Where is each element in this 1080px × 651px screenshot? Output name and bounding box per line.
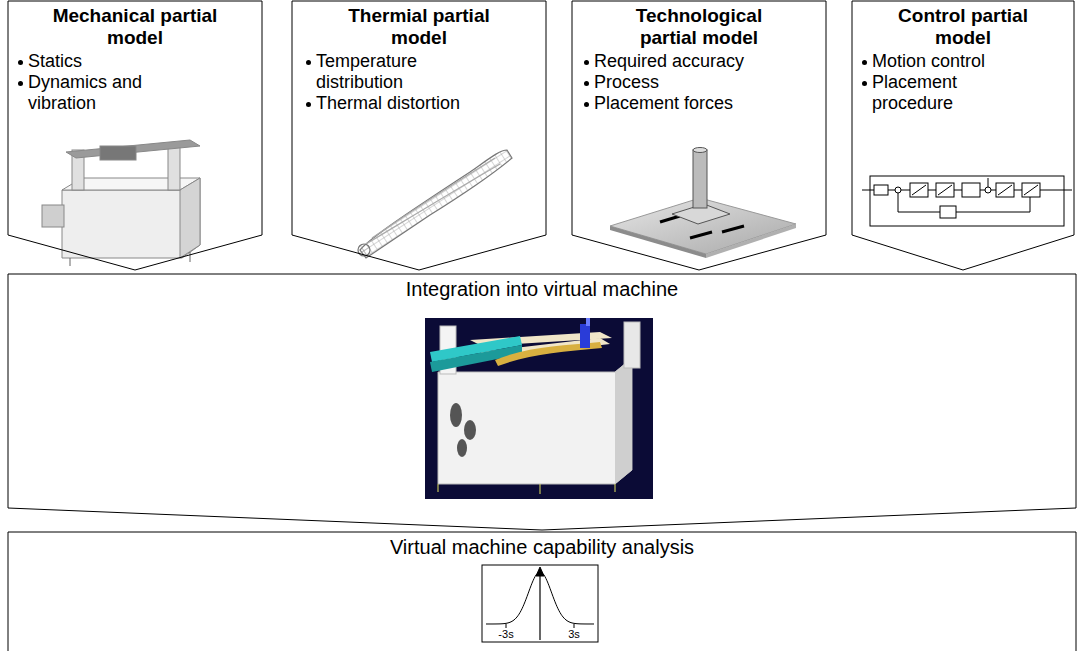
bullet-text: Process [594,72,659,92]
bullet-dot [862,60,867,65]
node-content: Integration into virtual machine [8,277,1076,301]
machine-sketch [42,140,200,266]
bullet-dot [306,60,311,65]
node-outline [8,274,1076,530]
stage-box: Integration into virtual machine [8,274,1076,530]
node-title: Control partial model [878,5,1048,49]
node-title: Thermial partial model [334,5,504,49]
partial-model-box: Thermial partial modelTemperature distri… [292,1,546,270]
bullet-list: Temperature distributionThermal distorti… [304,51,484,114]
bullet-item: Statics [16,51,196,72]
bullet-item: Motion control [860,51,1010,72]
node-title: Integration into virtual machine [8,277,1076,301]
bullet-item: Process [582,72,782,93]
bullet-item: Placement forces [582,93,782,114]
bullet-dot [306,102,311,107]
node-title: Technological partial model [614,5,784,49]
node-title: Virtual machine capability analysis [8,535,1076,559]
bullet-text: Thermal distortion [316,93,460,113]
node-title: Mechanical partial model [50,5,220,49]
bullet-text: Dynamics and vibration [28,72,142,113]
stage-box: Virtual machine capability analysis [8,532,1076,651]
node-content: Thermial partial modelTemperature distri… [292,5,546,114]
outline-shape [852,1,1074,270]
control-block-diagram [862,176,1072,226]
bullet-list: Required accuracyProcessPlacement forces [582,51,782,114]
bullet-text: Placement procedure [872,72,957,113]
bullet-dot [584,102,589,107]
node-content: Technological partial modelRequired accu… [572,5,826,114]
bullet-item: Dynamics and vibration [16,72,196,114]
bullet-item: Placement procedure [860,72,1010,114]
bullet-item: Required accuracy [582,51,782,72]
outline-shape [292,1,546,270]
outline-shape [572,1,826,270]
node-content: Control partial modelMotion controlPlace… [852,5,1074,114]
bullet-list: Motion controlPlacement procedure [860,51,1010,114]
bullet-dot [18,81,23,86]
thermal-mesh [358,150,512,258]
outline-shape [8,532,1076,651]
capability-chart [482,565,598,642]
axis-label: -3s [498,628,513,640]
bullet-text: Required accuracy [594,51,744,71]
outline-shape [8,274,1076,530]
bullet-dot [862,81,867,86]
bullet-list: StaticsDynamics and vibration [16,51,196,114]
partial-model-box: Mechanical partial modelStaticsDynamics … [8,1,262,270]
outline-shape [8,1,262,270]
axis-label: 3s [568,628,580,640]
bullet-text: Placement forces [594,93,733,113]
bullet-item: Thermal distortion [304,93,484,114]
placement-sketch [610,148,796,259]
partial-model-box: Technological partial modelRequired accu… [572,1,826,270]
bullet-text: Temperature distribution [316,51,417,92]
bullet-dot [584,60,589,65]
bullet-item: Temperature distribution [304,51,484,93]
node-content: Virtual machine capability analysis [8,535,1076,559]
partial-model-box: Control partial modelMotion controlPlace… [852,1,1074,270]
bullet-dot [18,60,23,65]
bullet-text: Statics [28,51,82,71]
node-content: Mechanical partial modelStaticsDynamics … [8,5,262,114]
virtual-machine-render [425,318,653,499]
bullet-dot [584,81,589,86]
bullet-text: Motion control [872,51,985,71]
